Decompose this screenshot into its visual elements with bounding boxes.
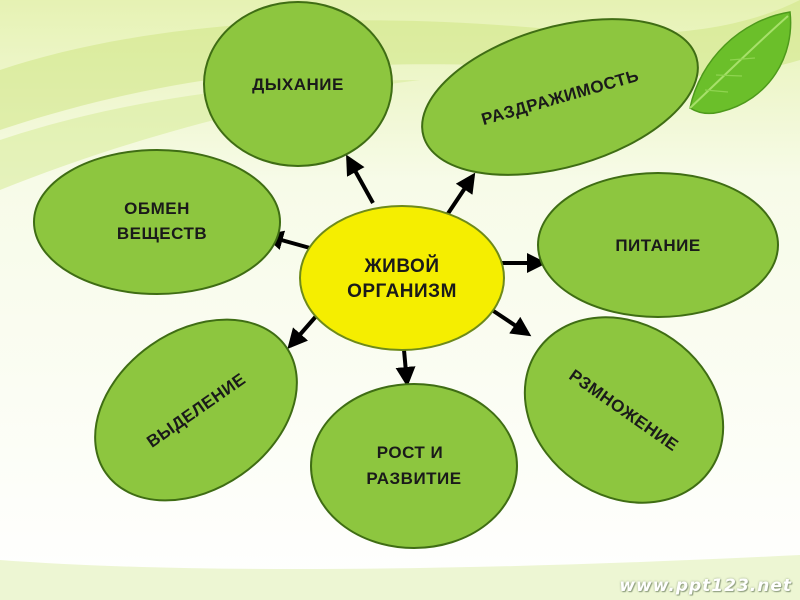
background-bottom-band <box>0 555 800 600</box>
leaf-icon <box>689 11 792 115</box>
center-label-1: ЖИВОЙ <box>363 255 439 277</box>
arrow-to-growth <box>395 349 416 387</box>
watermark: www.ppt123.net <box>619 576 792 596</box>
node-nutrition: ПИТАНИЕ <box>537 172 779 318</box>
node-breathing: ДЫХАНИЕ <box>203 1 393 167</box>
node-reproduction: РЗМНОЖЕНИЕ <box>523 316 725 504</box>
node-irritability: РАЗДРАЖИМОСТЬ <box>421 18 699 176</box>
node-center: ЖИВОЙ ОРГАНИЗМ <box>299 205 505 351</box>
arrows <box>263 154 547 387</box>
node-growth-label-1: РОСТ И <box>377 443 444 462</box>
node-excretion: ВЫДЕЛЕНИЕ <box>94 318 298 502</box>
arrow-to-excretion <box>287 312 320 350</box>
center-label-2: ОРГАНИЗМ <box>347 281 457 302</box>
arrow-to-breathing <box>346 154 375 204</box>
node-nutrition-label: ПИТАНИЕ <box>615 236 700 255</box>
node-growth: РОСТ И РАЗВИТИЕ <box>310 383 518 549</box>
node-growth-label-2: РАЗВИТИЕ <box>366 469 461 488</box>
arrow-to-reproduction <box>490 308 532 337</box>
background-swoosh <box>0 0 800 130</box>
node-metabolism-label-2: ВЕЩЕСТВ <box>117 224 207 243</box>
node-metabolism: ОБМЕН ВЕЩЕСТВ <box>33 149 281 295</box>
node-metabolism-label-1: ОБМЕН <box>124 199 190 218</box>
arrow-to-irritability <box>445 172 476 217</box>
node-breathing-label: ДЫХАНИЕ <box>252 75 344 94</box>
